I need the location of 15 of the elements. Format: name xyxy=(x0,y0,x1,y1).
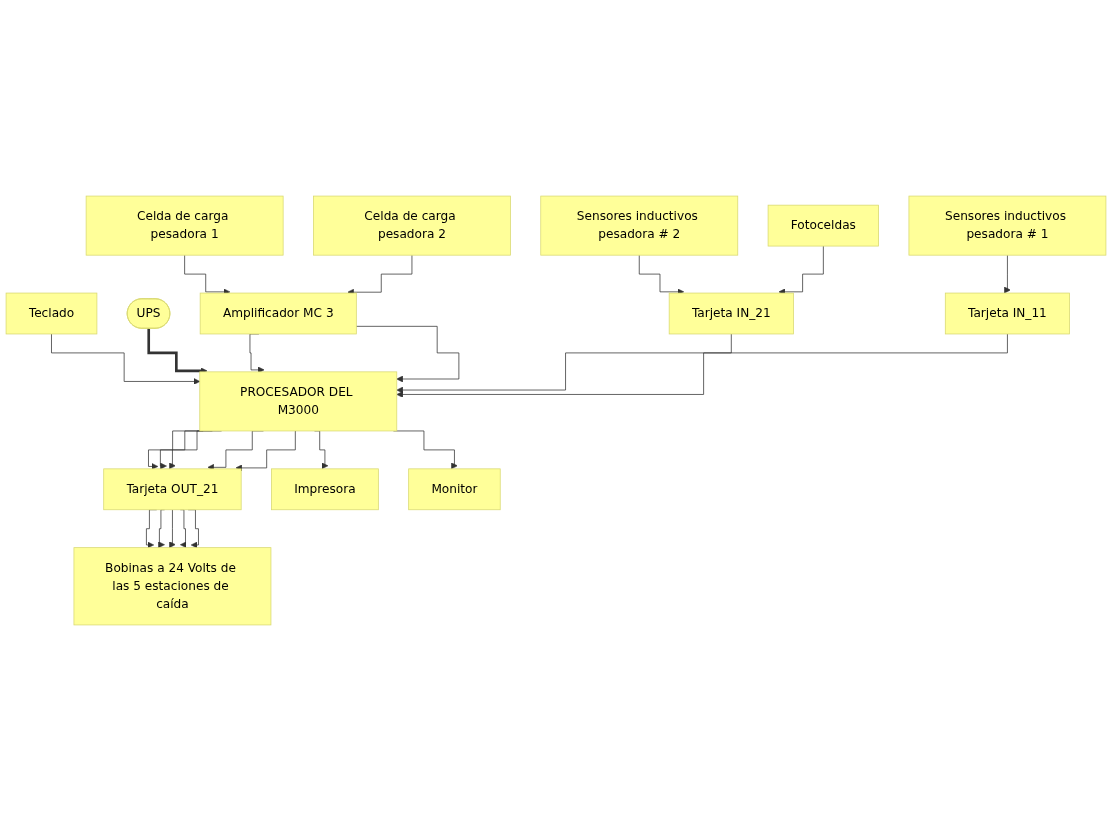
node-box: Bobinas a 24 Volts de las 5 estaciones de caída xyxy=(73,546,272,625)
node-box: Tarjeta OUT_21 xyxy=(103,467,242,510)
node-box: Sensores inductivos pesadora # 2 xyxy=(540,195,739,256)
node-box: Celda de carga pesadora 2 xyxy=(313,195,511,256)
node-box: Amplificador MC 3 xyxy=(199,292,357,334)
node-box: Tarjeta IN_11 xyxy=(944,292,1070,334)
node-box: Impresora xyxy=(271,467,379,510)
node-box: Celda de carga pesadora 1 xyxy=(85,195,284,256)
arrow xyxy=(147,326,208,374)
node-box: Sensores inductivos pesadora # 1 xyxy=(908,195,1107,256)
node-box: Fotoceldas xyxy=(767,204,879,246)
node-box: Monitor xyxy=(408,467,501,510)
node-box: PROCESADOR DEL M3000 xyxy=(199,371,398,431)
node-box: Tarjeta IN_21 xyxy=(668,292,794,334)
node-box: Teclado xyxy=(5,292,98,334)
